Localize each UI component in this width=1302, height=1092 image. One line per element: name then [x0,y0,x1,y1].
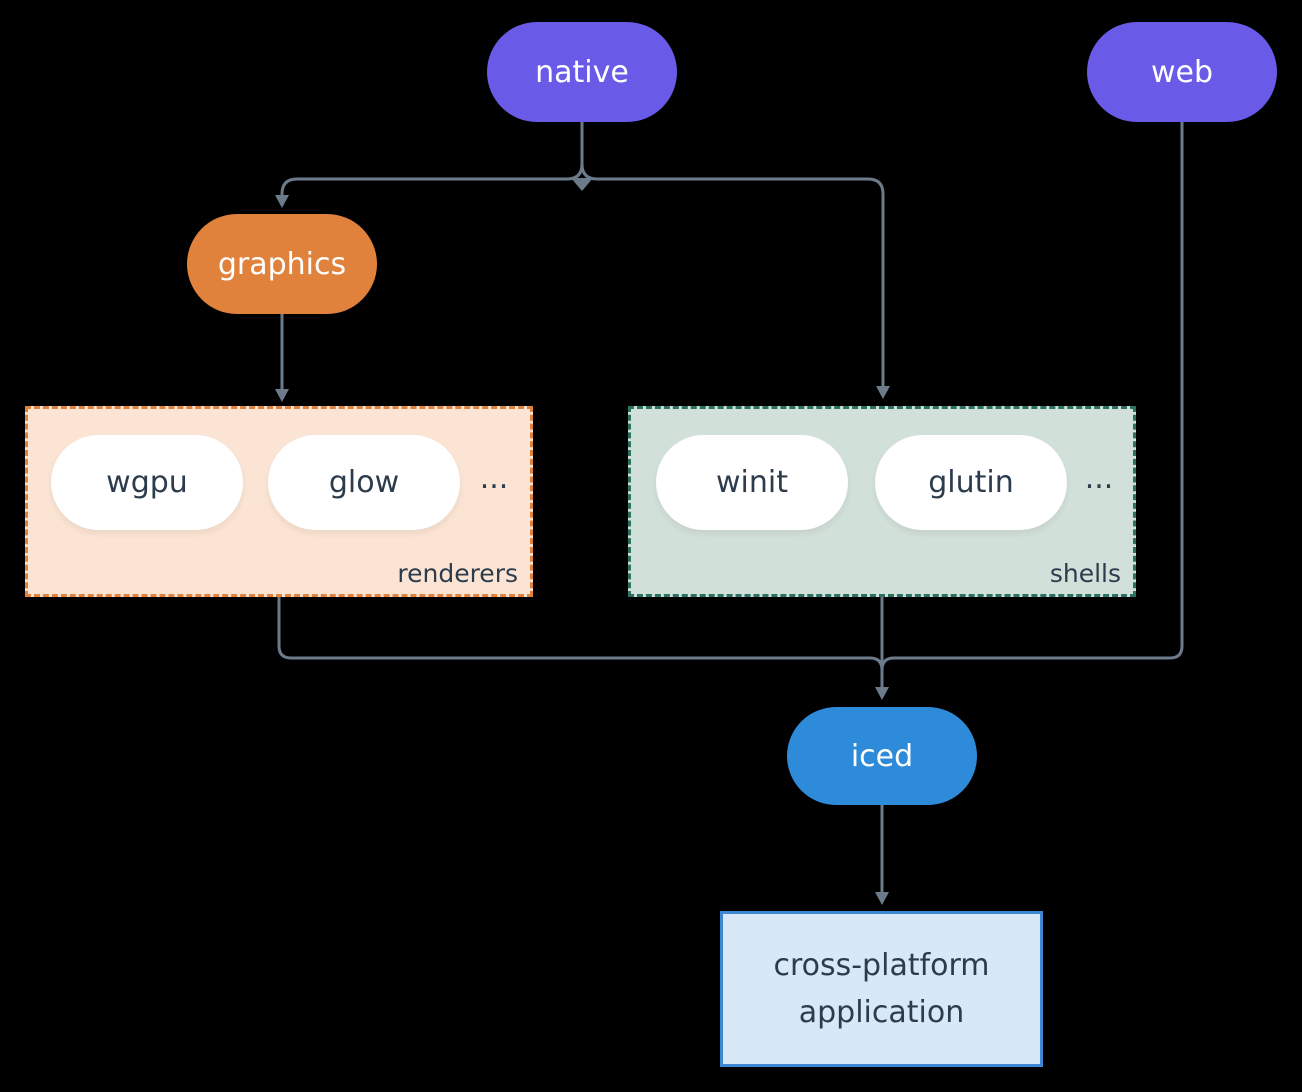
node-native-label: native [535,54,629,90]
edge-renderers-to-iced [277,597,884,671]
node-application: cross-platform application [720,911,1043,1067]
shells-group-label: shells [1049,559,1121,588]
arrowhead-renderers [275,389,289,402]
node-glutin: glutin [875,435,1067,530]
renderers-ellipsis: ... [479,461,509,496]
node-glow-label: glow [328,465,400,500]
node-graphics-label: graphics [217,246,347,282]
node-web: web [1087,22,1277,122]
junction-cusp-native [571,178,593,191]
node-graphics: graphics [187,214,377,314]
node-wgpu: wgpu [51,435,243,530]
node-application-label: cross-platform application [773,948,990,1030]
edge-native-to-graphics [280,122,584,196]
node-glutin-label: glutin [928,465,1014,500]
arrowhead-application [875,892,889,905]
renderers-group-label: renderers [397,559,518,588]
arrowhead-iced [875,687,889,700]
group-renderers: wgpu glow ... renderers [25,406,533,597]
node-winit-label: winit [716,465,788,500]
group-shells: winit glutin ... shells [628,406,1136,597]
node-winit: winit [656,435,848,530]
node-glow: glow [268,435,460,530]
node-native: native [487,22,677,122]
edge-native-to-shells [580,122,885,386]
shells-ellipsis: ... [1084,461,1114,496]
node-wgpu-label: wgpu [106,465,188,500]
node-iced: iced [787,707,977,805]
arrowhead-shells [876,386,890,399]
node-iced-label: iced [850,738,914,774]
arrowhead-graphics [275,195,289,208]
node-web-label: web [1150,54,1214,90]
